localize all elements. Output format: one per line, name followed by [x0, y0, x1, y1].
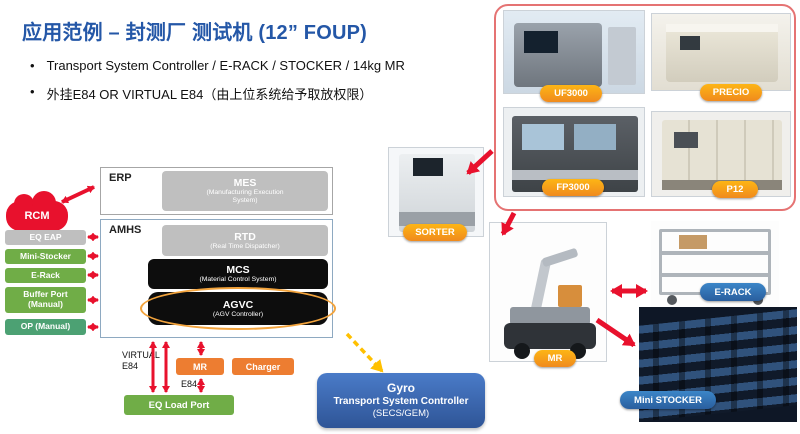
node-mini-stocker: Mini-Stocker: [5, 249, 86, 264]
rtd-title: RTD: [234, 230, 256, 243]
gyro-controller-box: Gyro Transport System Controller (SECS/G…: [317, 373, 485, 428]
mes-subtitle: (Manufacturing Execution System): [206, 189, 284, 205]
uf3000-photo: [503, 10, 645, 94]
bullet-list: Transport System Controller / E-RACK / S…: [30, 58, 480, 114]
rcm-cloud: RCM: [6, 191, 68, 231]
bullet-item: Transport System Controller / E-RACK / S…: [30, 58, 480, 73]
e84-label: E84: [181, 379, 198, 389]
erp-label: ERP: [109, 172, 132, 184]
page-title: 应用范例 – 封测厂 测试机 (12” FOUP): [22, 22, 368, 44]
arrow-rcm-erp: [61, 185, 95, 204]
gyro-line1: Gyro: [386, 380, 415, 395]
node-eq-eap: EQ EAP: [5, 230, 86, 245]
node-e-rack: E-Rack: [5, 268, 86, 283]
gyro-line3: (SECS/GEM): [372, 408, 430, 420]
mini-stocker-label: Mini STOCKER: [620, 391, 716, 409]
gyro-line2: Transport System Controller: [333, 395, 469, 407]
mr-label: MR: [534, 350, 576, 367]
mcs-title: MCS: [226, 264, 250, 277]
fp3000-photo: [503, 107, 645, 197]
bullet-text: Transport System Controller / E-RACK / S…: [46, 58, 405, 73]
sorter-photo: [388, 147, 484, 237]
mcs-subtitle: (Material Control System): [199, 276, 277, 284]
eq-load-port-node: EQ Load Port: [124, 395, 234, 415]
mr-photo: [489, 222, 607, 362]
virtual-e84-label: VIRTUAL E84: [122, 350, 160, 372]
sorter-label: SORTER: [403, 224, 467, 241]
bullet-text: 外挂E84 OR VIRTUAL E84（由上位系统给予取放权限）: [46, 87, 373, 102]
rtd-subtitle: (Real Time Dispatcher): [210, 242, 280, 250]
mes-title: MES: [233, 177, 257, 190]
node-op-manual: OP (Manual): [5, 319, 86, 335]
mcs-box: MCS (Material Control System): [148, 259, 328, 289]
amhs-label: AMHS: [109, 224, 142, 236]
agvc-subtitle: (AGV Controller): [212, 310, 264, 318]
mr-node: MR: [176, 358, 224, 375]
rcm-label: RCM: [24, 210, 50, 222]
p12-label: P12: [712, 181, 758, 198]
agvc-box: AGVC (AGV Controller): [148, 292, 328, 325]
precio-label: PRECIO: [700, 84, 762, 101]
node-buffer-port: Buffer Port (Manual): [5, 287, 86, 313]
charger-node: Charger: [232, 358, 294, 375]
erack-label: E-RACK: [700, 283, 766, 301]
arrow-agvc-gyro: [345, 332, 384, 373]
bullet-item: 外挂E84 OR VIRTUAL E84（由上位系统给予取放权限）: [30, 84, 480, 103]
uf3000-label: UF3000: [540, 85, 602, 102]
mes-box: MES (Manufacturing Execution System): [162, 171, 328, 211]
rtd-box: RTD (Real Time Dispatcher): [162, 225, 328, 256]
agvc-title: AGVC: [222, 298, 254, 311]
fp3000-label: FP3000: [542, 179, 604, 196]
precio-photo: [651, 13, 791, 91]
